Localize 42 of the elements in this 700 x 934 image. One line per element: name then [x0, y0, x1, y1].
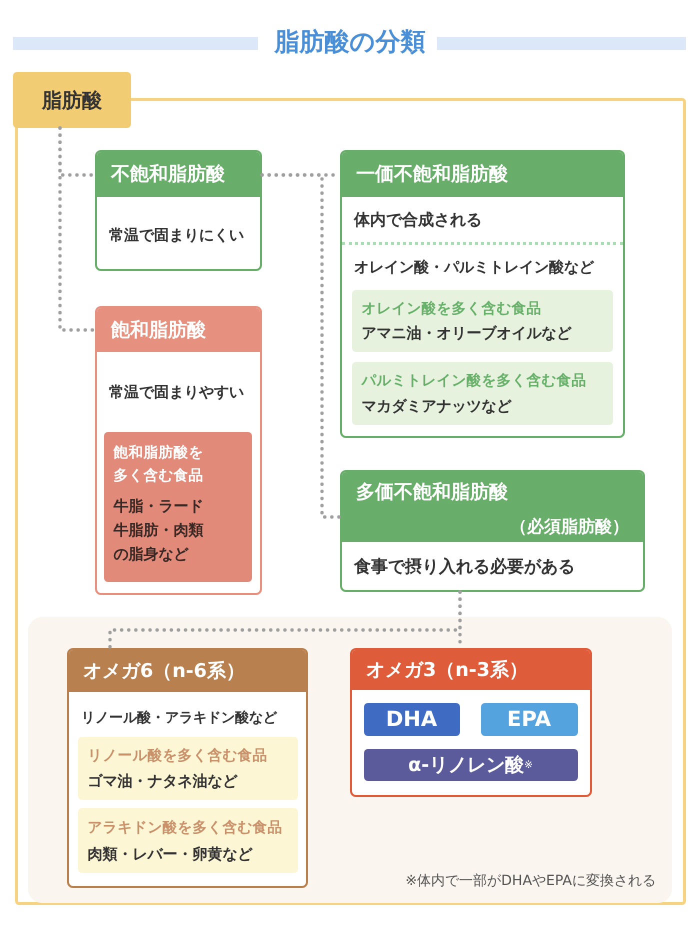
food-heading: パルミトレイン酸を多く含む食品 — [362, 372, 586, 390]
footnote: ※体内で一部がDHAやEPAに変換される — [405, 872, 656, 891]
food-list: ゴマ油・ナタネ油など — [88, 770, 238, 792]
section-background — [28, 617, 672, 903]
box-subheading: （必須脂肪酸） — [342, 512, 643, 542]
category-box — [350, 648, 592, 797]
food-box — [352, 362, 612, 424]
box-heading: 一価不飽和脂肪酸 — [342, 152, 623, 197]
food-heading: アラキドン酸を多く含む食品 — [88, 818, 282, 838]
food-list: 肉類・レバー・卵黄など — [88, 842, 252, 864]
connector-line — [260, 173, 342, 519]
food-box — [104, 432, 252, 582]
food-box — [352, 290, 612, 352]
category-tab: 脂肪酸 — [13, 72, 131, 128]
description-text: リノール酸・アラキドン酸など — [81, 709, 277, 728]
description-text: 食事で摂り入れる必要がある — [354, 556, 575, 579]
category-box — [95, 306, 262, 595]
box-heading: 不飽和脂肪酸 — [97, 152, 260, 197]
category-box — [340, 470, 645, 592]
food-box — [78, 736, 298, 800]
acid-tag: DHA — [364, 702, 460, 736]
food-heading: リノール酸を多く含む食品 — [88, 746, 268, 766]
description-text: オレイン酸・パルミトレイン酸など — [354, 257, 594, 278]
food-list: 牛脂・ラード牛脂肪・肉類の脂身など — [114, 494, 214, 566]
category-box — [67, 648, 308, 888]
food-heading: オレイン酸を多く含む食品 — [362, 300, 542, 318]
title: 脂肪酸の分類 — [274, 26, 426, 58]
acid-tag: EPA — [480, 702, 578, 736]
description-text: 常温で固まりやすい — [109, 382, 244, 403]
box-heading: オメガ6（n-6系） — [69, 650, 306, 692]
category-box — [340, 150, 625, 438]
description-text: 常温で固まりにくい — [109, 225, 244, 246]
box-heading: オメガ3（n-3系） — [352, 650, 590, 690]
food-heading: 飽和脂肪酸を多く含む食品 — [114, 444, 204, 486]
box-heading: 飽和脂肪酸 — [97, 308, 260, 352]
food-box — [78, 808, 298, 872]
box-heading: 多価不飽和脂肪酸 — [342, 472, 643, 512]
connector-line — [58, 126, 97, 332]
food-list: マカダミアナッツなど — [362, 394, 512, 416]
food-list: アマニ油・オリーブオイルなど — [362, 322, 572, 344]
description-text: 体内で合成される — [354, 209, 482, 231]
category-box — [95, 150, 262, 271]
